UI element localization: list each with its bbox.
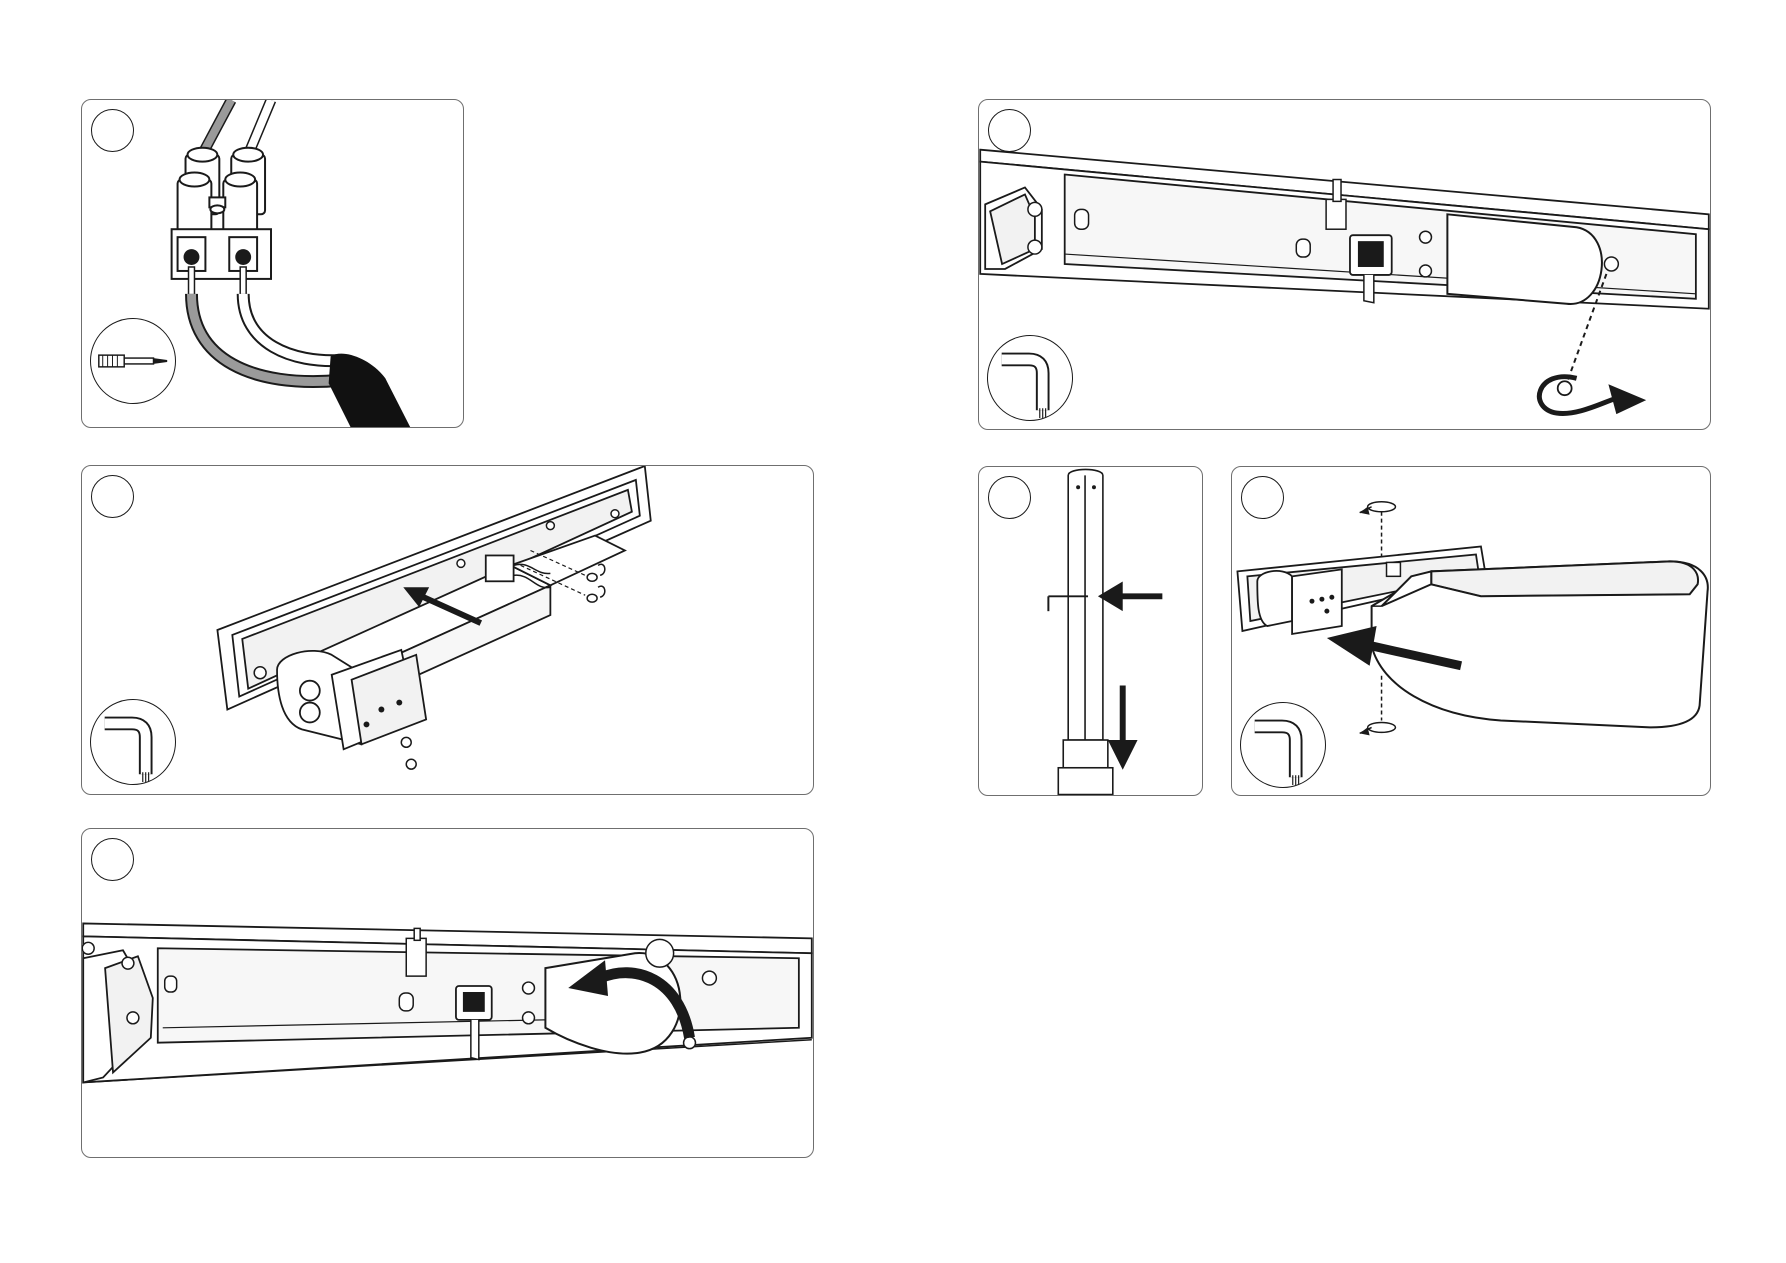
step-panel-2	[81, 465, 814, 795]
step-panel-4	[978, 99, 1711, 430]
step-panel-1	[81, 99, 464, 428]
step-number-circle	[91, 475, 134, 518]
allen-key-icon	[987, 335, 1073, 421]
step-number-circle	[988, 476, 1031, 519]
step-number-circle	[988, 109, 1031, 152]
allen-key-icon	[1240, 702, 1326, 788]
allen-key-icon	[90, 699, 176, 785]
step-number-circle	[91, 838, 134, 881]
step-number-circle	[1241, 476, 1284, 519]
step-number-circle	[91, 109, 134, 152]
step-panel-5	[978, 466, 1203, 796]
step-panel-3	[81, 828, 814, 1158]
end-cap-rotation-illustration	[82, 829, 813, 1157]
gear-tray-illustration	[82, 466, 813, 794]
end-cap-screw-illustration	[979, 100, 1710, 429]
screwdriver-icon	[90, 318, 176, 404]
step-panel-6	[1231, 466, 1711, 796]
